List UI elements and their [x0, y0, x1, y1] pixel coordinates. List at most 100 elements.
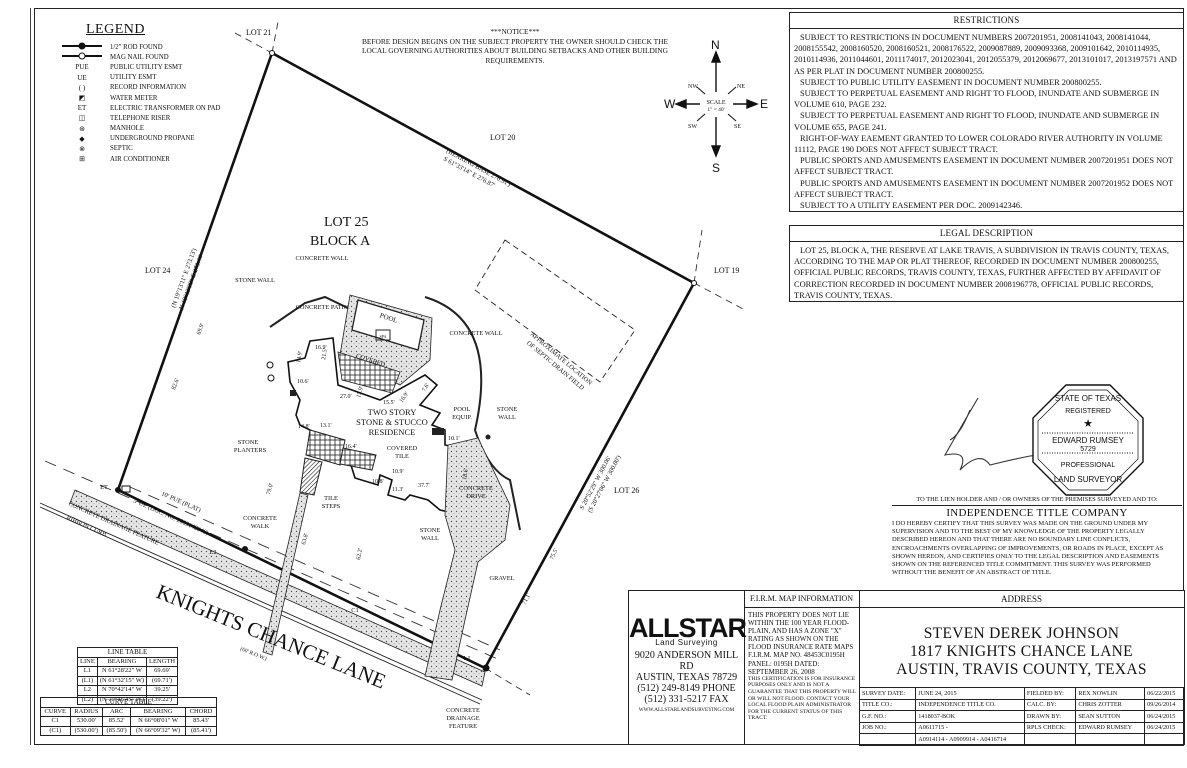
table-cell: 69.69' — [146, 666, 179, 677]
header-cell: LENGTH — [146, 656, 179, 667]
firm-info: F.I.R.M. MAP INFORMATION THIS PROPERTY D… — [744, 591, 860, 744]
table-cell: 85.43' — [185, 716, 217, 727]
table-cell: 1418037-BOK — [915, 710, 1025, 723]
legend-item: ◆UNDERGROUND PROPANE — [62, 134, 262, 144]
owner-name: STEVEN DEREK JOHNSON — [923, 625, 1120, 642]
compass-w: W — [664, 97, 676, 111]
dimension-label: 79.0' — [266, 483, 275, 496]
notice-title: ***NOTICE*** — [490, 27, 540, 36]
table-cell: REX NOWLIN — [1075, 687, 1146, 700]
dimension-labels: 69.9'82.6'79.0'63.8'62.2'75.5'71.1'16.9'… — [171, 323, 559, 606]
table-cell: A0914114 - A0909914 - A0416714 — [915, 733, 1025, 746]
star-icon: ★ — [1083, 418, 1093, 430]
seal-land-surveyor: LAND SURVEYOR — [1054, 475, 1123, 484]
label-stone-wall-3b: WALL — [421, 535, 439, 542]
table-cell: INDEPENDENCE TITLE CO. — [915, 698, 1025, 711]
dimension-label: 14.8' — [298, 424, 310, 430]
dimension-label: 62.2' — [356, 548, 364, 560]
legend-label: RECORD INFORMATION — [110, 84, 187, 92]
compass-nw: NW — [688, 84, 698, 90]
dimension-label: 21.5' — [321, 348, 329, 360]
plat-drawing: N S E W NW NE SW SE SCALE 1" = 40' LOT 2… — [39, 21, 768, 730]
label-concrete-walk-2: WALK — [251, 523, 270, 530]
header-cell: CURVE — [40, 706, 71, 717]
table-row: TITLE CO.:INDEPENDENCE TITLE CO.CALC. BY… — [858, 698, 1184, 711]
dimension-label: 11.3' — [392, 487, 403, 493]
dimension-label: 63.8' — [301, 533, 310, 546]
air-conditioner-icon: ⊞ — [79, 155, 85, 164]
legend-item: ⊞ AIR CONDITIONER — [62, 154, 262, 164]
seal-state: STATE OF TEXAS — [1055, 394, 1121, 403]
header-cell: BEARING — [130, 706, 187, 717]
legend-label: SEPTIC — [110, 145, 133, 153]
company-address-2: AUSTIN, TEXAS 78729 — [635, 672, 738, 683]
dimension-label: 10.9' — [392, 469, 404, 475]
label-spa: SPA — [380, 334, 387, 339]
title-company: INDEPENDENCE TITLE COMPANY — [946, 507, 1128, 519]
dimension-label: 15.9' — [356, 386, 365, 399]
company-logo: ALLSTAR — [629, 613, 747, 643]
label-concrete-patio: CONCRETE PATIO — [296, 304, 349, 311]
label-covered-tile-2: TILE — [395, 453, 409, 460]
company-tagline: Land Surveying — [655, 638, 718, 647]
legend-item: ⊗SEPTIC — [62, 144, 262, 154]
rod-found-icon — [62, 42, 102, 52]
table-cell: 06/22/2015 — [1144, 687, 1184, 700]
address-title: ADDRESS — [859, 591, 1184, 608]
lot-title: LOT 25 — [324, 215, 368, 230]
table-cell: (85.41') — [185, 725, 217, 736]
legend-label: MAG NAIL FOUND — [110, 53, 169, 61]
propane-icon — [485, 434, 491, 440]
property-street: 1817 KNIGHTS CHANCE LANE — [910, 643, 1133, 660]
legend-item: ◩WATER METER — [62, 93, 262, 103]
label-tile-steps-2: STEPS — [322, 503, 341, 510]
covered-patio — [337, 351, 401, 394]
address-block: ADDRESS STEVEN DEREK JOHNSON 1817 KNIGHT… — [858, 591, 1184, 746]
table-cell: 85.52' — [102, 716, 132, 727]
electric-transformer-icon — [121, 485, 131, 493]
legal-title: LEGAL DESCRIPTION — [790, 226, 1183, 242]
covered-tile — [339, 447, 377, 471]
rod-found-icon — [242, 546, 248, 552]
label-stone-wall-2a: STONE — [497, 406, 518, 413]
label-concrete-wall-2: CONCRETE WALL — [450, 330, 503, 337]
label-septic-1: APPROXIMATE LOCATION — [529, 331, 594, 387]
notice: ***NOTICE*** BEFORE DESIGN BEGINS ON THE… — [360, 27, 670, 65]
property-city: AUSTIN, TRAVIS COUNTY, TEXAS — [896, 661, 1147, 678]
seal-registered: REGISTERED — [1065, 408, 1111, 415]
compass-e: E — [760, 97, 768, 111]
pool — [351, 299, 425, 351]
restrictions-panel: RESTRICTIONS SUBJECT TO RESTRICTIONS IN … — [789, 12, 1184, 212]
table-row: A0914114 - A0909914 - A0416714 — [858, 733, 1184, 746]
manhole-icon: ⊛ — [79, 124, 85, 133]
septic-icon — [267, 374, 275, 382]
restrictions-title: RESTRICTIONS — [790, 13, 1183, 29]
table-row: (L1)(N 61°32'15" W)(69.71') — [77, 675, 179, 686]
rod-found-icon — [115, 487, 121, 493]
legal-description-panel: LEGAL DESCRIPTION LOT 25, BLOCK A, THE R… — [789, 225, 1184, 302]
mag-nail-found-icon — [691, 280, 697, 286]
spa — [375, 329, 391, 341]
entry-tile — [305, 429, 346, 466]
table-cell: SEAN SUTTON — [1075, 710, 1146, 723]
residence-outline — [287, 337, 471, 516]
restriction-item: PUBLIC SPORTS AND AMUSEMENTS EASEMENT IN… — [794, 156, 1174, 177]
legend-item: ◫TELEPHONE RISER — [62, 113, 262, 123]
company-fax: (512) 331-5217 FAX — [644, 694, 729, 705]
sheet-edge — [30, 8, 31, 745]
label-et: ET — [100, 484, 108, 491]
rod-found-icon — [482, 664, 490, 672]
label-concrete-drive-2: DRIVE — [466, 493, 486, 500]
legal-text-wrap: LOT 25, BLOCK A, THE RESERVE AT LAKE TRA… — [790, 242, 1183, 301]
legend-label: AIR CONDITIONER — [110, 155, 170, 163]
block-title: BLOCK A — [310, 234, 371, 249]
table-cell: N 70°42'14" W — [96, 685, 148, 696]
stone-wall — [269, 295, 353, 328]
table-cell: JUNE 24, 2015 — [915, 687, 1025, 700]
legend-label: WATER METER — [110, 94, 158, 102]
legend-item: ⊛MANHOLE — [62, 124, 262, 134]
